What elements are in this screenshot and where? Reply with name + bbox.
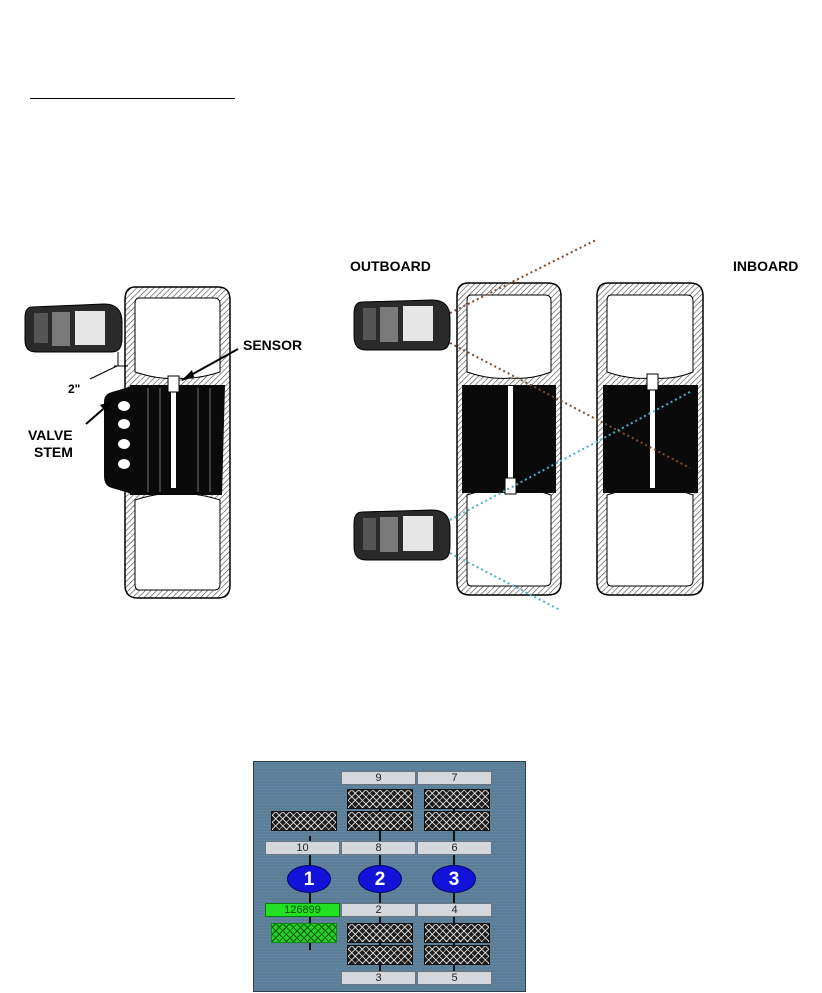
heading-underline [30, 98, 235, 99]
outboard-tire [456, 282, 562, 596]
tire-position-1-sensor-id[interactable]: 126899 [265, 903, 340, 917]
outboard-top-tpms-tool [353, 299, 451, 351]
tire-position-4[interactable]: 4 [417, 903, 492, 917]
axle-1-badge[interactable]: 1 [287, 865, 331, 893]
tire-position-10[interactable]: 10 [265, 841, 340, 855]
axle-3-badge[interactable]: 3 [432, 865, 476, 893]
tire-tread-1-active[interactable] [271, 923, 337, 943]
tire-tread-10[interactable] [271, 811, 337, 831]
tire-position-9[interactable]: 9 [341, 771, 416, 785]
tire-status-panel: 9 7 10 8 6 1 2 3 126899 2 4 3 5 [253, 761, 526, 992]
left-tpms-tool [24, 303, 123, 353]
tire-tread-3-inner[interactable] [347, 945, 413, 965]
inboard-tire [596, 282, 704, 596]
outboard-bottom-tpms-tool [353, 509, 451, 561]
tire-position-6[interactable]: 6 [417, 841, 492, 855]
tire-position-7[interactable]: 7 [417, 771, 492, 785]
tire-tread-6-inner[interactable] [424, 811, 490, 831]
tire-tread-7-outer[interactable] [424, 789, 490, 809]
valve-stem-label-line1: VALVE [28, 427, 73, 443]
outboard-label: OUTBOARD [350, 258, 431, 274]
tire-position-5[interactable]: 5 [417, 971, 492, 985]
tire-position-3[interactable]: 3 [341, 971, 416, 985]
tire-tread-8-inner[interactable] [347, 811, 413, 831]
tire-tread-2-outer[interactable] [347, 923, 413, 943]
left-tire [104, 286, 231, 599]
axle-2-badge[interactable]: 2 [358, 865, 402, 893]
tire-tread-9-outer[interactable] [347, 789, 413, 809]
sensor-label: SENSOR [243, 337, 303, 353]
inboard-label: INBOARD [733, 258, 799, 274]
distance-label: 2" [68, 382, 81, 396]
tire-tread-4-outer[interactable] [424, 923, 490, 943]
tire-position-2[interactable]: 2 [341, 903, 416, 917]
valve-stem-label-line2: STEM [34, 444, 73, 460]
tire-position-8[interactable]: 8 [341, 841, 416, 855]
tire-tread-5-inner[interactable] [424, 945, 490, 965]
axle-1-line [309, 836, 311, 950]
